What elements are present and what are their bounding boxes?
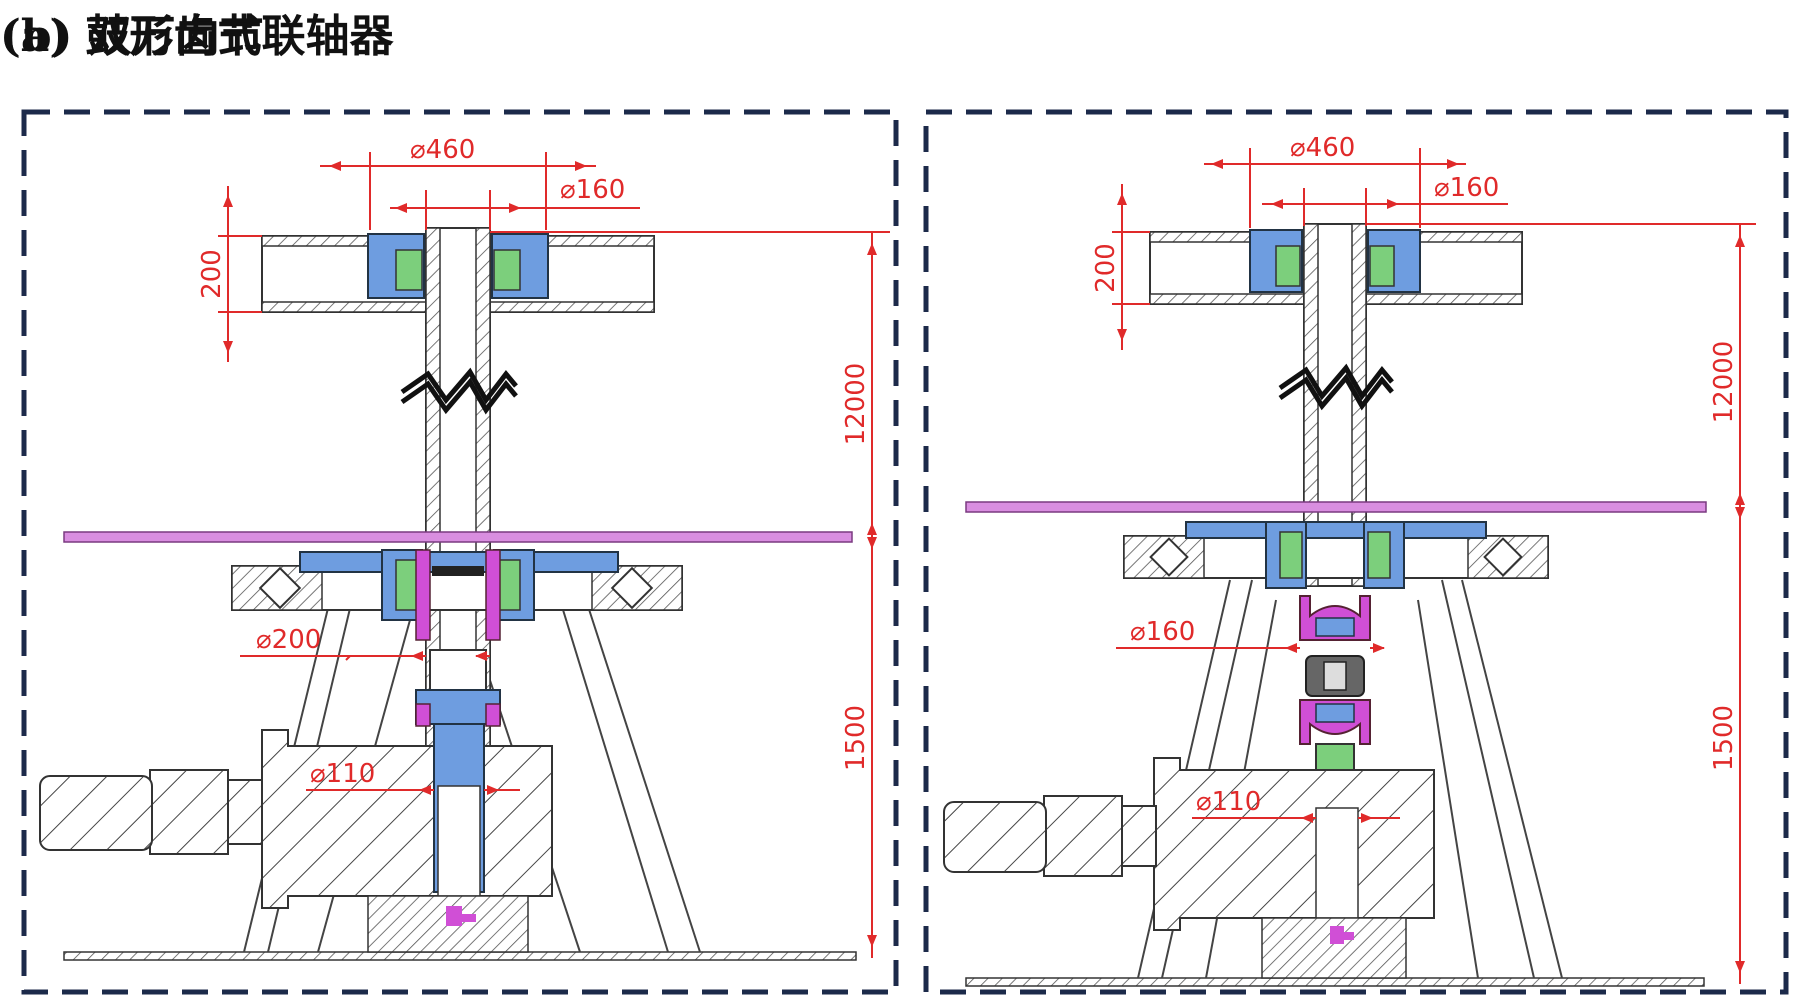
middle-plate-b: [965, 501, 1707, 513]
dim-a-lower-height: 1500: [841, 705, 871, 771]
motor: [39, 775, 153, 851]
dim-b-plate-height: 200: [1091, 243, 1121, 293]
dimensions-b: [1112, 148, 1756, 984]
ground-plate-b: [965, 977, 1705, 987]
dim-a-inner: ⌀160: [560, 175, 625, 205]
dim-a-upper-height: 12000: [841, 363, 871, 446]
panel-b: ⌀460 ⌀160 ⌀160 ⌀110 200 12000 1500: [923, 109, 1789, 995]
dim-a-outer: ⌀460: [410, 135, 475, 165]
dim-a-gear: ⌀110: [310, 759, 375, 789]
dim-b-outer: ⌀460: [1290, 133, 1355, 163]
dim-b-gear: ⌀110: [1196, 787, 1261, 817]
double-universal-joint: [1299, 595, 1371, 745]
dim-a-plate-height: 200: [197, 249, 227, 299]
drum-coupling-left: [415, 549, 431, 641]
panel-b-title: (b) 双万向节: [0, 11, 264, 62]
dim-b-inner: ⌀160: [1434, 173, 1499, 203]
dim-b-upper-height: 12000: [1709, 341, 1739, 424]
break-symbol: [400, 377, 518, 415]
motor-b: [943, 801, 1047, 873]
dim-a-bottom: ⌀200: [256, 625, 321, 655]
panel-a-frame: [21, 109, 899, 995]
dim-b-bottom: ⌀160: [1130, 617, 1195, 647]
break-symbol-b: [1278, 373, 1394, 411]
panel-a: ⌀460 ⌀160 ⌀200 ⌀110 200 12000 1500: [21, 109, 899, 995]
ground-plate: [63, 951, 857, 961]
dimensions-a: [218, 152, 890, 958]
gearbox: [261, 729, 553, 909]
dim-b-lower-height: 1500: [1709, 705, 1739, 771]
gearbox-b: [1153, 757, 1435, 931]
drum-coupling-right: [485, 549, 501, 641]
panel-b-frame: [923, 109, 1789, 995]
middle-plate: [63, 531, 853, 543]
panel-a-title: (a) 鼓形齿式联轴器: [0, 11, 394, 62]
